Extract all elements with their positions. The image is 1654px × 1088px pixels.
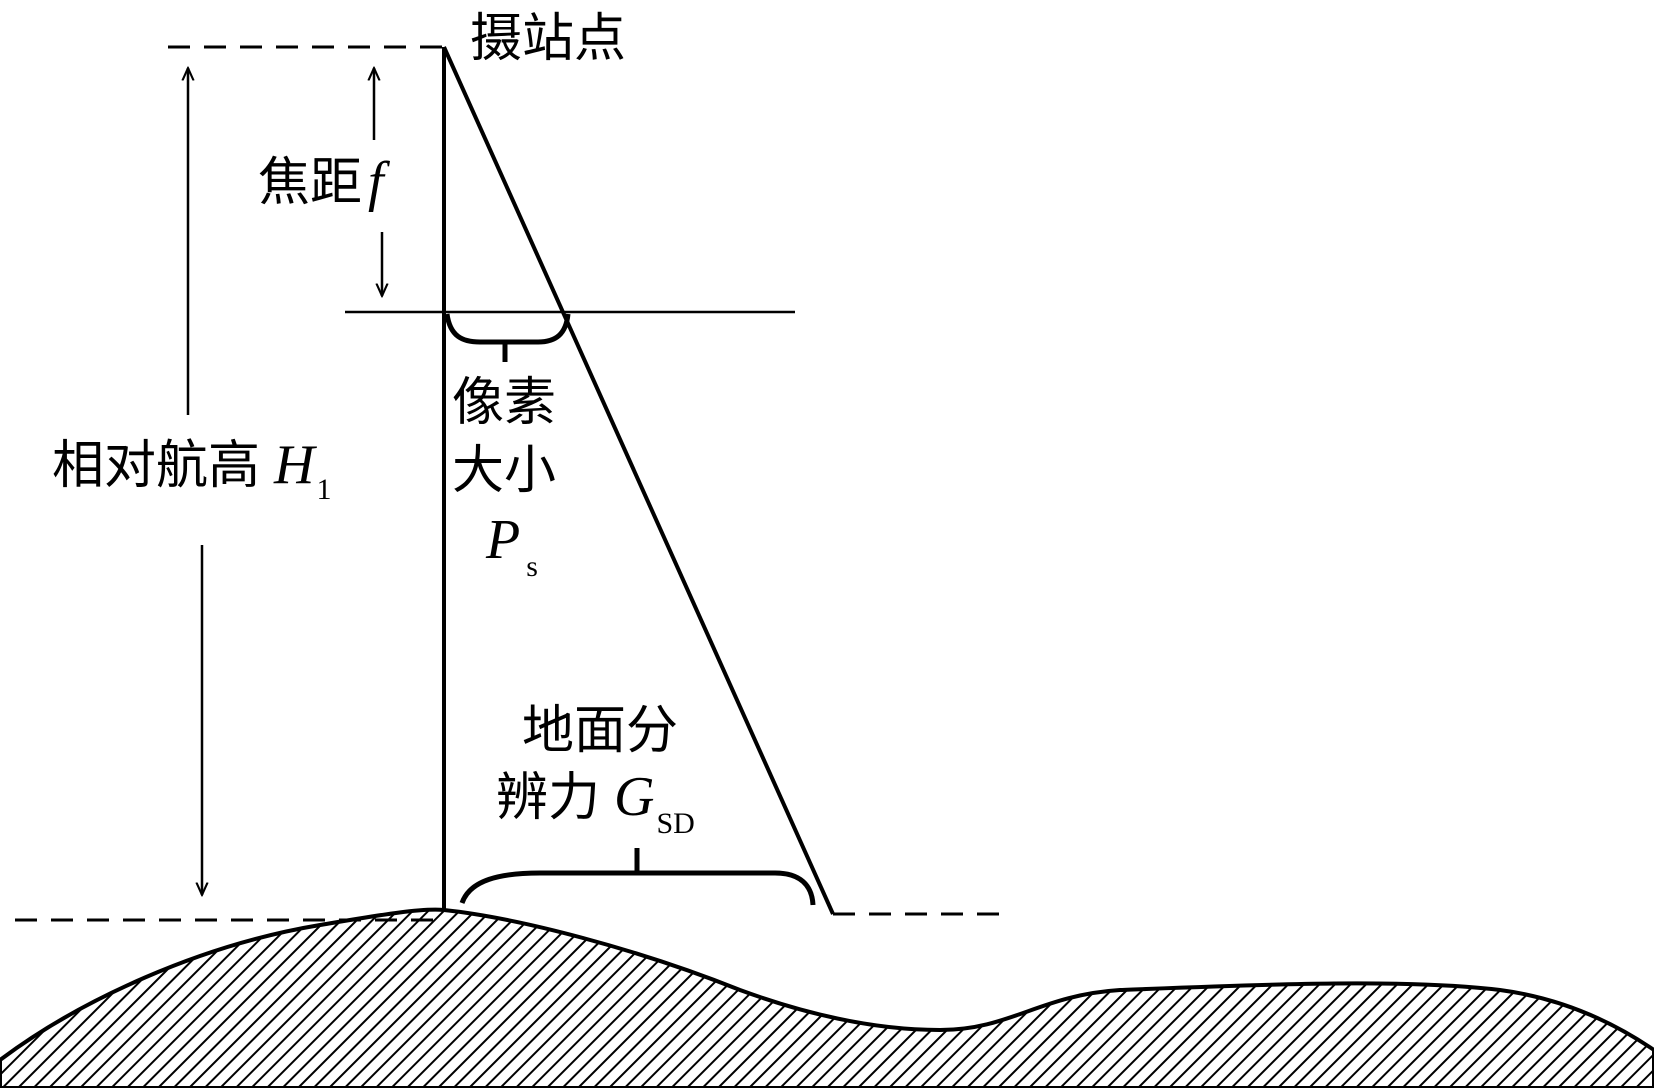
slant-ray-line — [442, 46, 835, 915]
pixel-size-label-line1: 像素 — [452, 373, 556, 433]
gsd-brace — [459, 848, 816, 906]
terrain-hatched — [0, 907, 1654, 1088]
gsd-label-line1: 地面分 — [522, 701, 678, 761]
camera-station-label: 摄站点 — [470, 9, 626, 69]
pixel-size-brace — [444, 313, 571, 362]
pixel-size-label-line2: 大小 — [452, 441, 556, 501]
